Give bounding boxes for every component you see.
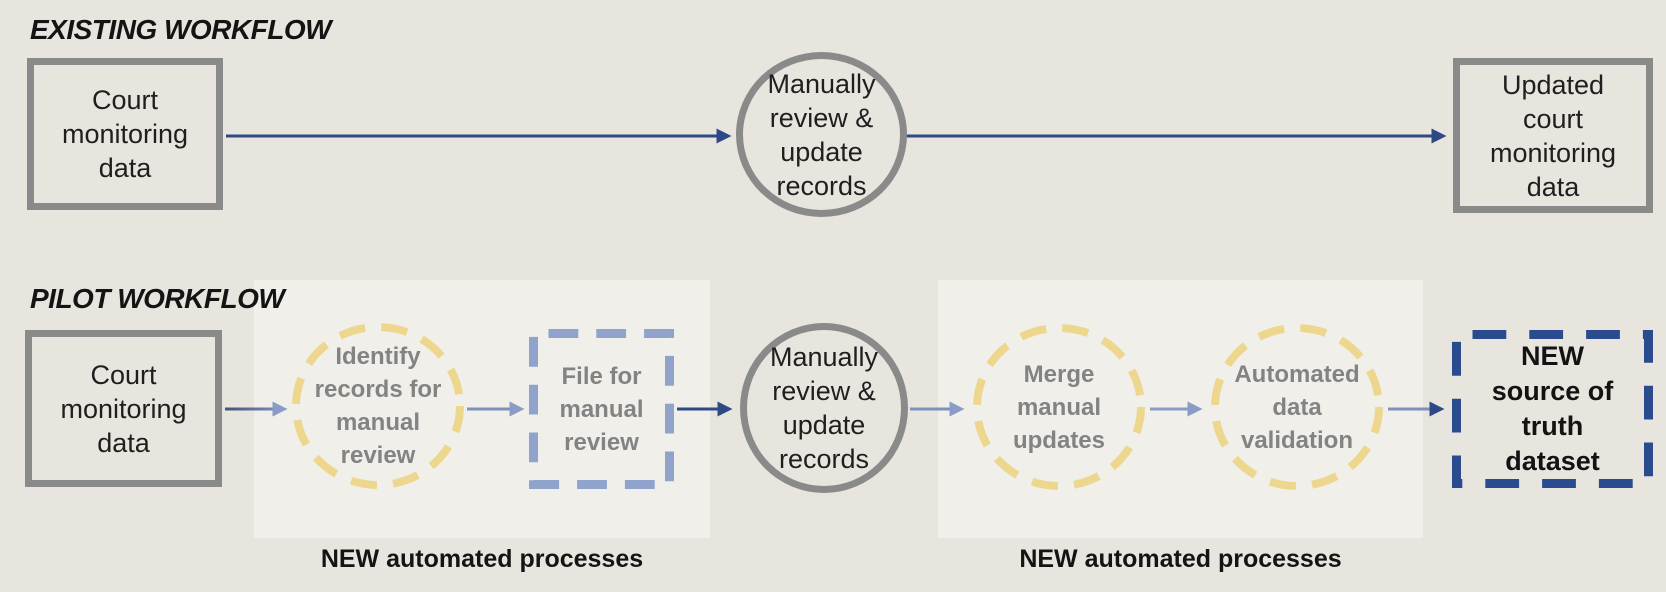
pilot-new-source-of-truth-box: NEW source of truth dataset — [1452, 330, 1653, 488]
pilot-automated-validation-label: Automated data validation — [1234, 360, 1360, 454]
yellow-dashed-circle — [1211, 324, 1383, 490]
automated-processes-caption-right: NEW automated processes — [1019, 545, 1342, 573]
periwinkle-dashed-box — [529, 329, 674, 489]
pilot-court-data-box: Court monitoring data — [25, 330, 222, 487]
pilot-identify-records-label: Identify records for manual review — [314, 343, 442, 469]
pilot-manual-review-label: Manually review & update records — [769, 342, 879, 474]
pilot-merge-updates-step: Merge manual updates — [971, 322, 1147, 492]
pilot-new-source-of-truth-label: NEW source of truth dataset — [1491, 341, 1614, 476]
existing-updated-data-box: Updated court monitoring data — [1453, 58, 1653, 213]
yellow-dashed-circle — [292, 323, 464, 489]
pilot-automated-validation-step: Automated data validation — [1209, 322, 1385, 492]
existing-manual-review-label: Manually review & update records — [767, 68, 876, 201]
pilot-file-for-review-label: File for manual review — [559, 362, 644, 456]
yellow-dashed-circle — [973, 324, 1145, 490]
pilot-workflow-title: PILOT WORKFLOW — [30, 283, 285, 314]
existing-manual-review-circle: Manually review & update records — [736, 52, 907, 217]
pilot-court-data-label: Court monitoring data — [60, 359, 187, 458]
navy-dashed-box — [1452, 330, 1653, 488]
existing-workflow-title: EXISTING WORKFLOW — [30, 14, 332, 45]
pilot-identify-records-step: Identify records for manual review — [290, 321, 466, 491]
pilot-manual-review-circle: Manually review & update records — [740, 323, 908, 493]
existing-updated-data-label: Updated court monitoring data — [1489, 69, 1617, 202]
pilot-merge-updates-label: Merge manual updates — [1012, 360, 1105, 454]
pilot-file-for-review-step: File for manual review — [529, 329, 674, 489]
existing-court-data-box: Court monitoring data — [27, 58, 223, 210]
automated-processes-caption-left: NEW automated processes — [320, 545, 644, 573]
existing-court-data-label: Court monitoring data — [61, 85, 189, 183]
